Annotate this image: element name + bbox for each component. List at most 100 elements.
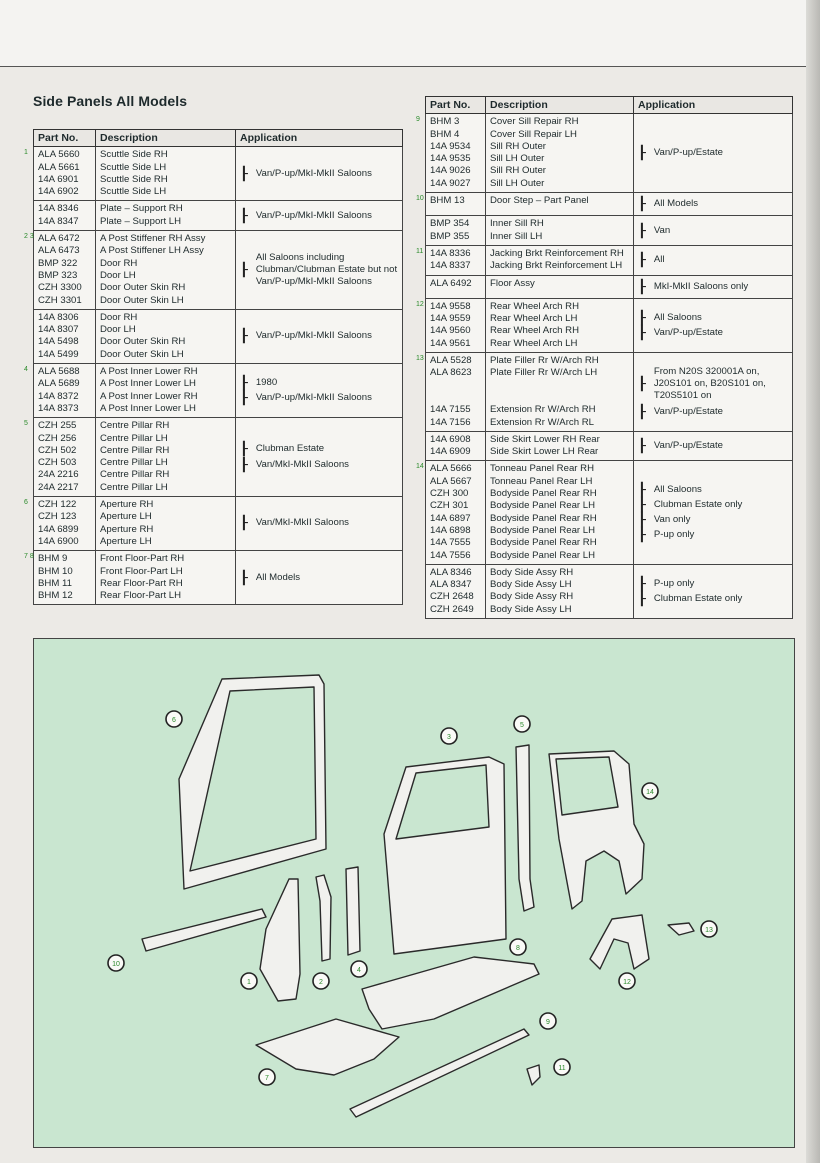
description-cell: Floor Assy [485, 274, 634, 299]
application-text: All Saloons [653, 483, 702, 495]
application-cell: ┠Van/P-up/Estate [633, 430, 793, 462]
part-number: 14A 6900 [38, 535, 79, 547]
filler-plate [667, 922, 695, 936]
diagram-ref-number: 9 [416, 116, 420, 124]
application-entry: ┠All Models [240, 570, 398, 584]
bracket-icon: ┠ [638, 376, 646, 392]
application-text: Van/P-up/Estate [653, 147, 723, 159]
bracket-icon: ┠ [240, 374, 248, 390]
application-text: Van/P-up/MkI-MkII Saloons [255, 392, 372, 404]
diagram-ref-number: 7 8 [24, 553, 34, 561]
part-description: Front Floor-Part RH [100, 553, 185, 565]
callout-2: 2 [312, 972, 330, 990]
part-description: Aperture RH [100, 523, 154, 535]
part-number: 14A 9026 [430, 165, 471, 177]
callout-9: 9 [539, 1012, 557, 1030]
description-cell: Door Step – Part Panel [485, 192, 634, 217]
part-number: 14A 8372 [38, 390, 79, 402]
bracket-icon: ┠ [638, 575, 646, 591]
diagram-ref-number: 10 [416, 195, 424, 203]
application-entry: ┠Clubman Estate [240, 441, 398, 457]
svg-text:3: 3 [447, 734, 451, 741]
bracket-icon: ┠ [240, 441, 248, 457]
part-description: Rear Floor-Part RH [100, 577, 183, 589]
part-number: ALA 5661 [38, 161, 80, 173]
part-number: 14A 9558 [430, 300, 471, 312]
part-number: BMP 355 [430, 230, 470, 242]
part-description: Centre Pillar LH [100, 432, 168, 444]
svg-text:4: 4 [357, 967, 361, 974]
door-step-panel [141, 908, 267, 952]
part-description: Door LH [100, 324, 136, 336]
part-description: Scuttle Side LH [100, 186, 167, 198]
part-number: 14A 7555 [430, 537, 471, 549]
part-number: BMP 323 [38, 269, 78, 281]
application-entry: ┠Van/P-up/MkI-MkII Saloons [240, 329, 398, 342]
application-entry: ┠Van/P-up/Estate [638, 146, 788, 159]
part-description: Jacking Brkt Reinforcement LH [490, 260, 623, 272]
svg-text:7: 7 [265, 1075, 269, 1082]
callout-13: 13 [700, 920, 718, 938]
part-description: Bodyside Panel Rear LH [490, 524, 596, 536]
application-cell: ┠All Saloons┠Clubman Estate only┠ Van onl… [633, 460, 793, 565]
bracket-icon: ┠ [638, 222, 646, 238]
part-description [490, 380, 629, 392]
part-description: Floor Assy [490, 277, 535, 289]
application-entry: ┠1980 [240, 374, 398, 390]
application-entry: ┠Clubman Estate only [638, 496, 788, 512]
application-text: All Saloons including Clubman/Clubman Es… [255, 251, 398, 288]
application-cell: ┠Clubman Estate┠Van/MkI-MkII Saloons [235, 417, 403, 498]
callout-3: 3 [440, 727, 458, 745]
application-cell: ┠MkI-MkII Saloons only [633, 274, 793, 299]
bracket-icon: ┠ [638, 437, 646, 453]
part-number: 14A 8307 [38, 324, 79, 336]
callout-1: 1 [240, 972, 258, 990]
part-description: Body Side Assy LH [490, 603, 572, 615]
part-description: Centre Pillar LH [100, 457, 168, 469]
bracket-icon: ┠ [638, 496, 646, 512]
col-header-application: Application [235, 128, 403, 148]
application-entry: ┠Van/P-up/Estate [638, 403, 788, 419]
application-cell: ┠Van/P-up/MkI-MkII Saloons [235, 308, 403, 365]
part-description [490, 392, 629, 404]
application-text: Van only [653, 514, 691, 526]
part-number: ALA 5528 [430, 355, 472, 367]
application-text: Van/P-up/MkI-MkII Saloons [255, 209, 372, 221]
bracket-icon: ┠ [240, 515, 248, 531]
application-cell: ┠Van/MkI-MkII Saloons [235, 496, 403, 552]
application-entry: ┠All Saloons [638, 310, 788, 324]
part-number: 14A 9560 [430, 325, 471, 337]
application-entry: ┠All Saloons [638, 482, 788, 496]
callout-5: 5 [513, 715, 531, 733]
part-number: ALA 5667 [430, 475, 472, 487]
jacking-bracket [526, 1064, 541, 1086]
part-description: Centre Pillar RH [100, 420, 170, 432]
part-number: ALA 8347 [430, 579, 472, 591]
col-header-part: Part No. [425, 95, 486, 115]
part-number: 14A 7156 [430, 416, 471, 428]
bracket-icon: ┠ [638, 403, 646, 419]
part-number: 14A 9534 [430, 140, 471, 152]
front-floor-panel [255, 1018, 400, 1076]
part-description: Bodyside Panel Rear LH [490, 500, 596, 512]
bracket-icon: ┠ [638, 278, 646, 294]
part-description: Sill LH Outer [490, 153, 545, 165]
part-number [430, 380, 481, 392]
part-number: BMP 322 [38, 257, 78, 269]
application-cell: ┠From N20S 320001A on, J20S101 on, B20S1… [633, 352, 793, 432]
callout-10: 10 [107, 954, 125, 972]
part-number: CZH 2648 [430, 591, 474, 603]
part-number: 14A 6901 [38, 173, 79, 185]
